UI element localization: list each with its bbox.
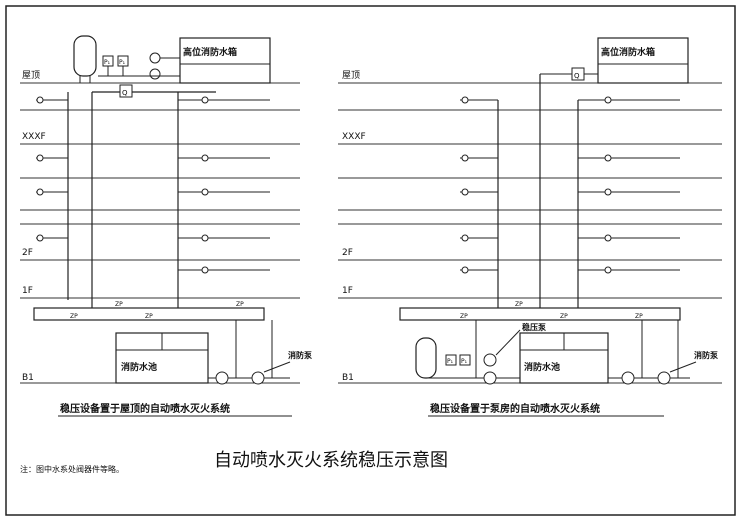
left-floor-mid-label: XXXF — [22, 132, 46, 142]
right-floor-lines — [338, 82, 722, 384]
right-floor-1f-label: 1F — [342, 286, 353, 296]
left-floor-lines — [20, 82, 300, 384]
right-floor-roof-label: 屋顶 — [342, 70, 360, 81]
right-caption: 稳压设备置于泵房的自动喷水灭火系统 — [430, 402, 600, 415]
left-pipe-tag-4: ZP — [236, 301, 244, 308]
left-high-water-tank — [179, 37, 271, 84]
right-gauge-1-label: P₁ — [447, 358, 454, 365]
left-valve-q — [119, 84, 133, 98]
right-high-water-tank — [597, 37, 689, 84]
right-gauge-2-label: P₁ — [461, 358, 468, 365]
left-branch-valves — [36, 96, 209, 274]
left-roof-booster-pump-2 — [149, 68, 161, 80]
left-main-pipe — [33, 307, 265, 321]
right-pipe-tag-3: ZP — [560, 313, 568, 320]
left-fire-pump-2 — [251, 371, 265, 385]
right-valve-q-label: Q — [574, 72, 580, 80]
right-booster-pump-2 — [483, 371, 497, 385]
left-pipe-tag-2: ZP — [70, 313, 78, 320]
left-floor-2f-label: 2F — [22, 248, 33, 258]
right-fire-pump-2 — [657, 371, 671, 385]
right-valve-q — [571, 67, 585, 81]
left-fire-pump-1 — [215, 371, 229, 385]
left-floor-1f-label: 1F — [22, 286, 33, 296]
outer-border — [5, 5, 736, 516]
right-pipe-tag-1: ZP — [515, 301, 523, 308]
left-branches — [36, 99, 270, 271]
left-caption: 稳压设备置于屋顶的自动喷水灭火系统 — [60, 402, 230, 415]
right-booster-pump-label: 稳压泵 — [522, 322, 546, 332]
left-pressure-tank — [73, 35, 97, 77]
right-fire-pump-label: 消防泵 — [694, 350, 718, 360]
right-pipe-tag-2: ZP — [460, 313, 468, 320]
left-roof-booster-pump-1 — [149, 52, 161, 64]
left-pipe-tag-1: ZP — [115, 301, 123, 308]
left-pipe-tag-3: ZP — [145, 313, 153, 320]
right-booster-pump-1 — [483, 353, 497, 367]
right-main-pipe — [399, 307, 681, 321]
left-gauge-1-label: P₁ — [104, 59, 111, 66]
left-high-water-tank-label: 高位消防水箱 — [183, 46, 237, 58]
left-fire-pump-label: 消防泵 — [288, 350, 312, 360]
right-branches — [460, 99, 680, 271]
right-pipe-tag-4: ZP — [635, 313, 643, 320]
right-gauge-1 — [445, 354, 457, 366]
right-fire-pool-label: 消防水池 — [524, 361, 560, 373]
right-floor-mid-label: XXXF — [342, 132, 366, 142]
right-gauge-2 — [459, 354, 471, 366]
left-gauge-2-label: P₁ — [119, 59, 126, 66]
left-fire-pool-label: 消防水池 — [121, 361, 157, 373]
note-text: 注：图中水系处阀器件等略。 — [20, 464, 124, 474]
left-floor-roof-label: 屋顶 — [22, 70, 40, 81]
left-floor-b1-label: B1 — [22, 373, 34, 383]
right-fire-pump-1 — [621, 371, 635, 385]
right-high-water-tank-label: 高位消防水箱 — [601, 46, 655, 58]
right-floor-2f-label: 2F — [342, 248, 353, 258]
right-branch-valves — [461, 96, 612, 274]
right-floor-b1-label: B1 — [342, 373, 354, 383]
left-valve-q-label: Q — [122, 89, 128, 97]
main-title: 自动喷水灭火系统稳压示意图 — [214, 450, 448, 471]
right-pressure-tank — [415, 337, 437, 379]
